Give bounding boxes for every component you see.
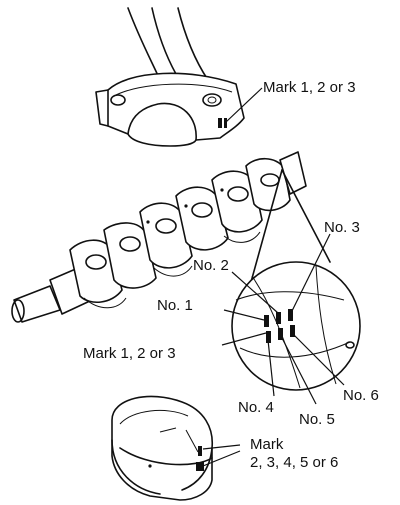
mark-no4 bbox=[266, 331, 271, 343]
label-no1: No. 1 bbox=[157, 297, 193, 314]
label-no3: No. 3 bbox=[324, 219, 360, 236]
label-no2: No. 2 bbox=[193, 257, 229, 274]
mark-leaders bbox=[221, 233, 345, 405]
bearing-shell-illustration bbox=[111, 395, 214, 501]
mark-no3 bbox=[288, 309, 293, 321]
bearing-mark-label-line2: 2, 3, 4, 5 or 6 bbox=[250, 454, 338, 471]
mark-no5 bbox=[278, 328, 283, 340]
rod-mark-leader bbox=[225, 87, 263, 123]
crank-mark-label: Mark 1, 2 or 3 bbox=[83, 345, 176, 362]
bearing-mark-leader-b bbox=[202, 450, 241, 467]
connecting-rod-illustration bbox=[95, 7, 245, 147]
label-no4: No. 4 bbox=[238, 399, 274, 416]
mark-no2 bbox=[276, 312, 281, 324]
crankshaft-illustration bbox=[11, 151, 307, 323]
mark-no1 bbox=[264, 315, 269, 327]
mark-no6 bbox=[290, 325, 295, 337]
rod-mark-label: Mark 1, 2 or 3 bbox=[263, 79, 356, 96]
bearing-mark-leader-a bbox=[202, 444, 241, 450]
magnified-detail bbox=[231, 169, 361, 391]
label-no6: No. 6 bbox=[343, 387, 379, 404]
bearing-mark-label-line1: Mark bbox=[250, 436, 284, 453]
label-no5: No. 5 bbox=[299, 411, 335, 428]
